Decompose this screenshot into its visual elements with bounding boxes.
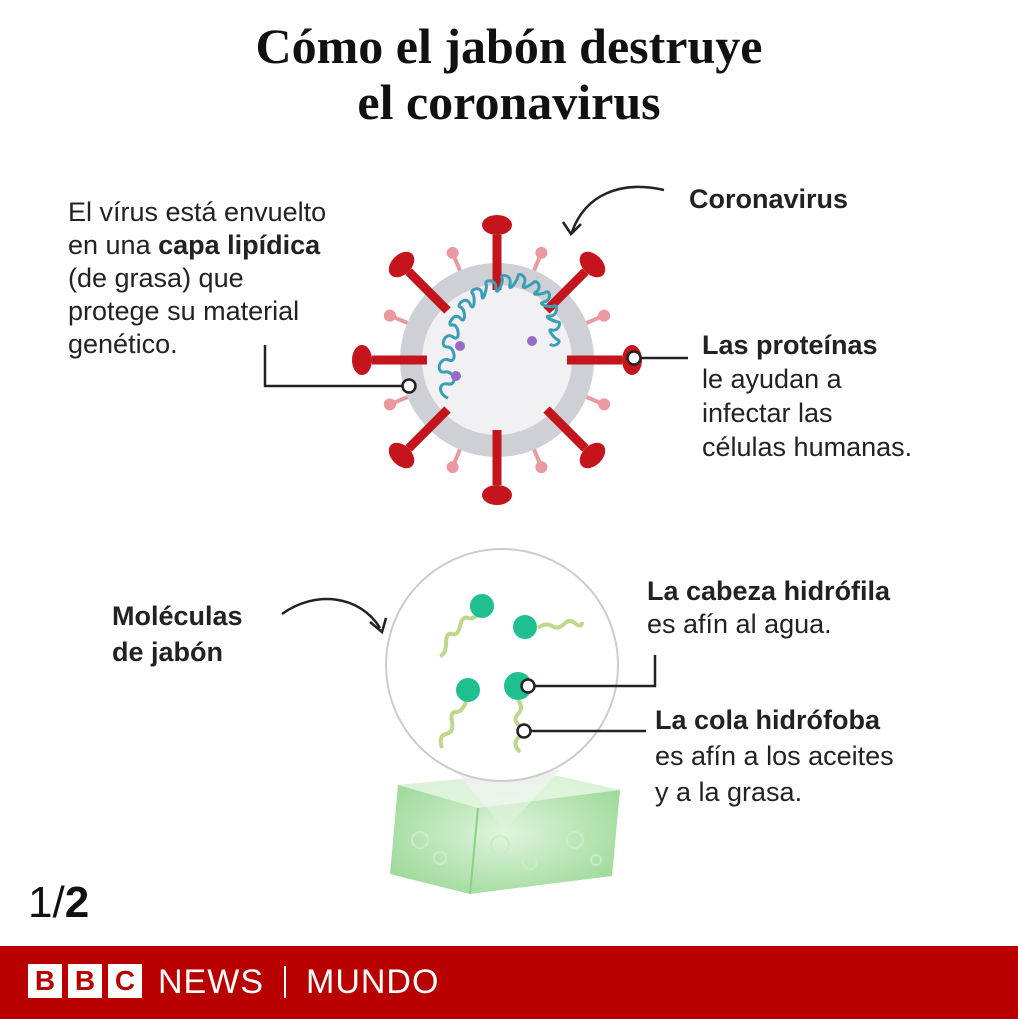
magnifier-circle [385,548,619,782]
footer-bar: B B C NEWS MUNDO [0,946,1018,1019]
leader-head [535,655,657,688]
bbc-logo-b2: B [68,964,102,998]
title-line-2: el coronavirus [357,74,661,130]
small-spike-head [598,309,611,322]
tail-line-2: y a la grasa. [655,777,803,807]
spike-head [482,215,512,235]
small-spike-head [535,246,548,259]
spike-head [352,345,372,375]
tail-description: La cola hidrófoba es afín a los aceites … [655,702,894,810]
spike-stem [405,268,451,314]
arrow-molecules [281,597,382,629]
lipid-line-5: genético. [68,329,178,359]
small-spike-head [383,309,396,322]
title-line-1: Cómo el jabón destruye [255,18,763,74]
protein-line-2: infectar las [702,398,833,428]
lipid-line-1: El vírus está envuelto [68,197,327,227]
lipid-line-4: protege su material [68,296,300,326]
soap-molecules-label: Moléculas de jabón [112,601,243,667]
protein-line-3: células humanas. [702,432,913,462]
protein-line-1: le ayudan a [702,364,842,394]
coronavirus-label: Coronavirus [689,184,849,214]
page-title: Cómo el jabón destruye el coronavirus [0,18,1018,130]
spike-stem [405,406,451,452]
page-indicator: 1/2 [28,878,90,927]
small-spikes [383,246,611,474]
head-line-1: es afín al agua. [647,609,832,639]
rna-strand [437,272,562,400]
spike-stem [543,406,589,452]
leader-lipid [263,345,402,388]
lipid-description: El vírus está envuelto en una capa lipíd… [68,196,326,361]
spike-head [579,442,606,469]
diagram-artwork [263,185,688,895]
lipid-keyword: capa lipídica [158,230,321,260]
footer-separator [284,966,286,998]
protein-title: Las proteínas [702,330,878,360]
bbc-logo-b1: B [28,964,62,998]
spike-head [579,251,606,278]
small-spike-head [446,246,459,259]
spike-head [388,442,415,469]
small-spike-head [535,461,548,474]
coronavirus-illustration [352,215,642,505]
arrow-coronavirus [570,185,665,233]
bbc-logo-c: C [108,964,142,998]
lipid-line-2: en una capa lipídica [68,230,321,260]
lipid-line-3: (de grasa) que [68,263,244,293]
small-spike-head [383,398,396,411]
tail-line-1: es afín a los aceites [655,741,894,771]
footer-section: MUNDO [306,963,440,1001]
protein-description: Las proteínas le ayudan a infectar las c… [702,328,912,464]
virus-core [422,285,572,435]
spike-stem [543,268,589,314]
footer-news: NEWS [158,963,264,1001]
spike-head [482,485,512,505]
spike-head [388,251,415,278]
small-spike-head [446,461,459,474]
tail-title: La cola hidrófoba [655,705,881,735]
small-spike-head [598,398,611,411]
head-title: La cabeza hidrófila [647,576,891,606]
head-description: La cabeza hidrófila es afín al agua. [647,575,890,641]
